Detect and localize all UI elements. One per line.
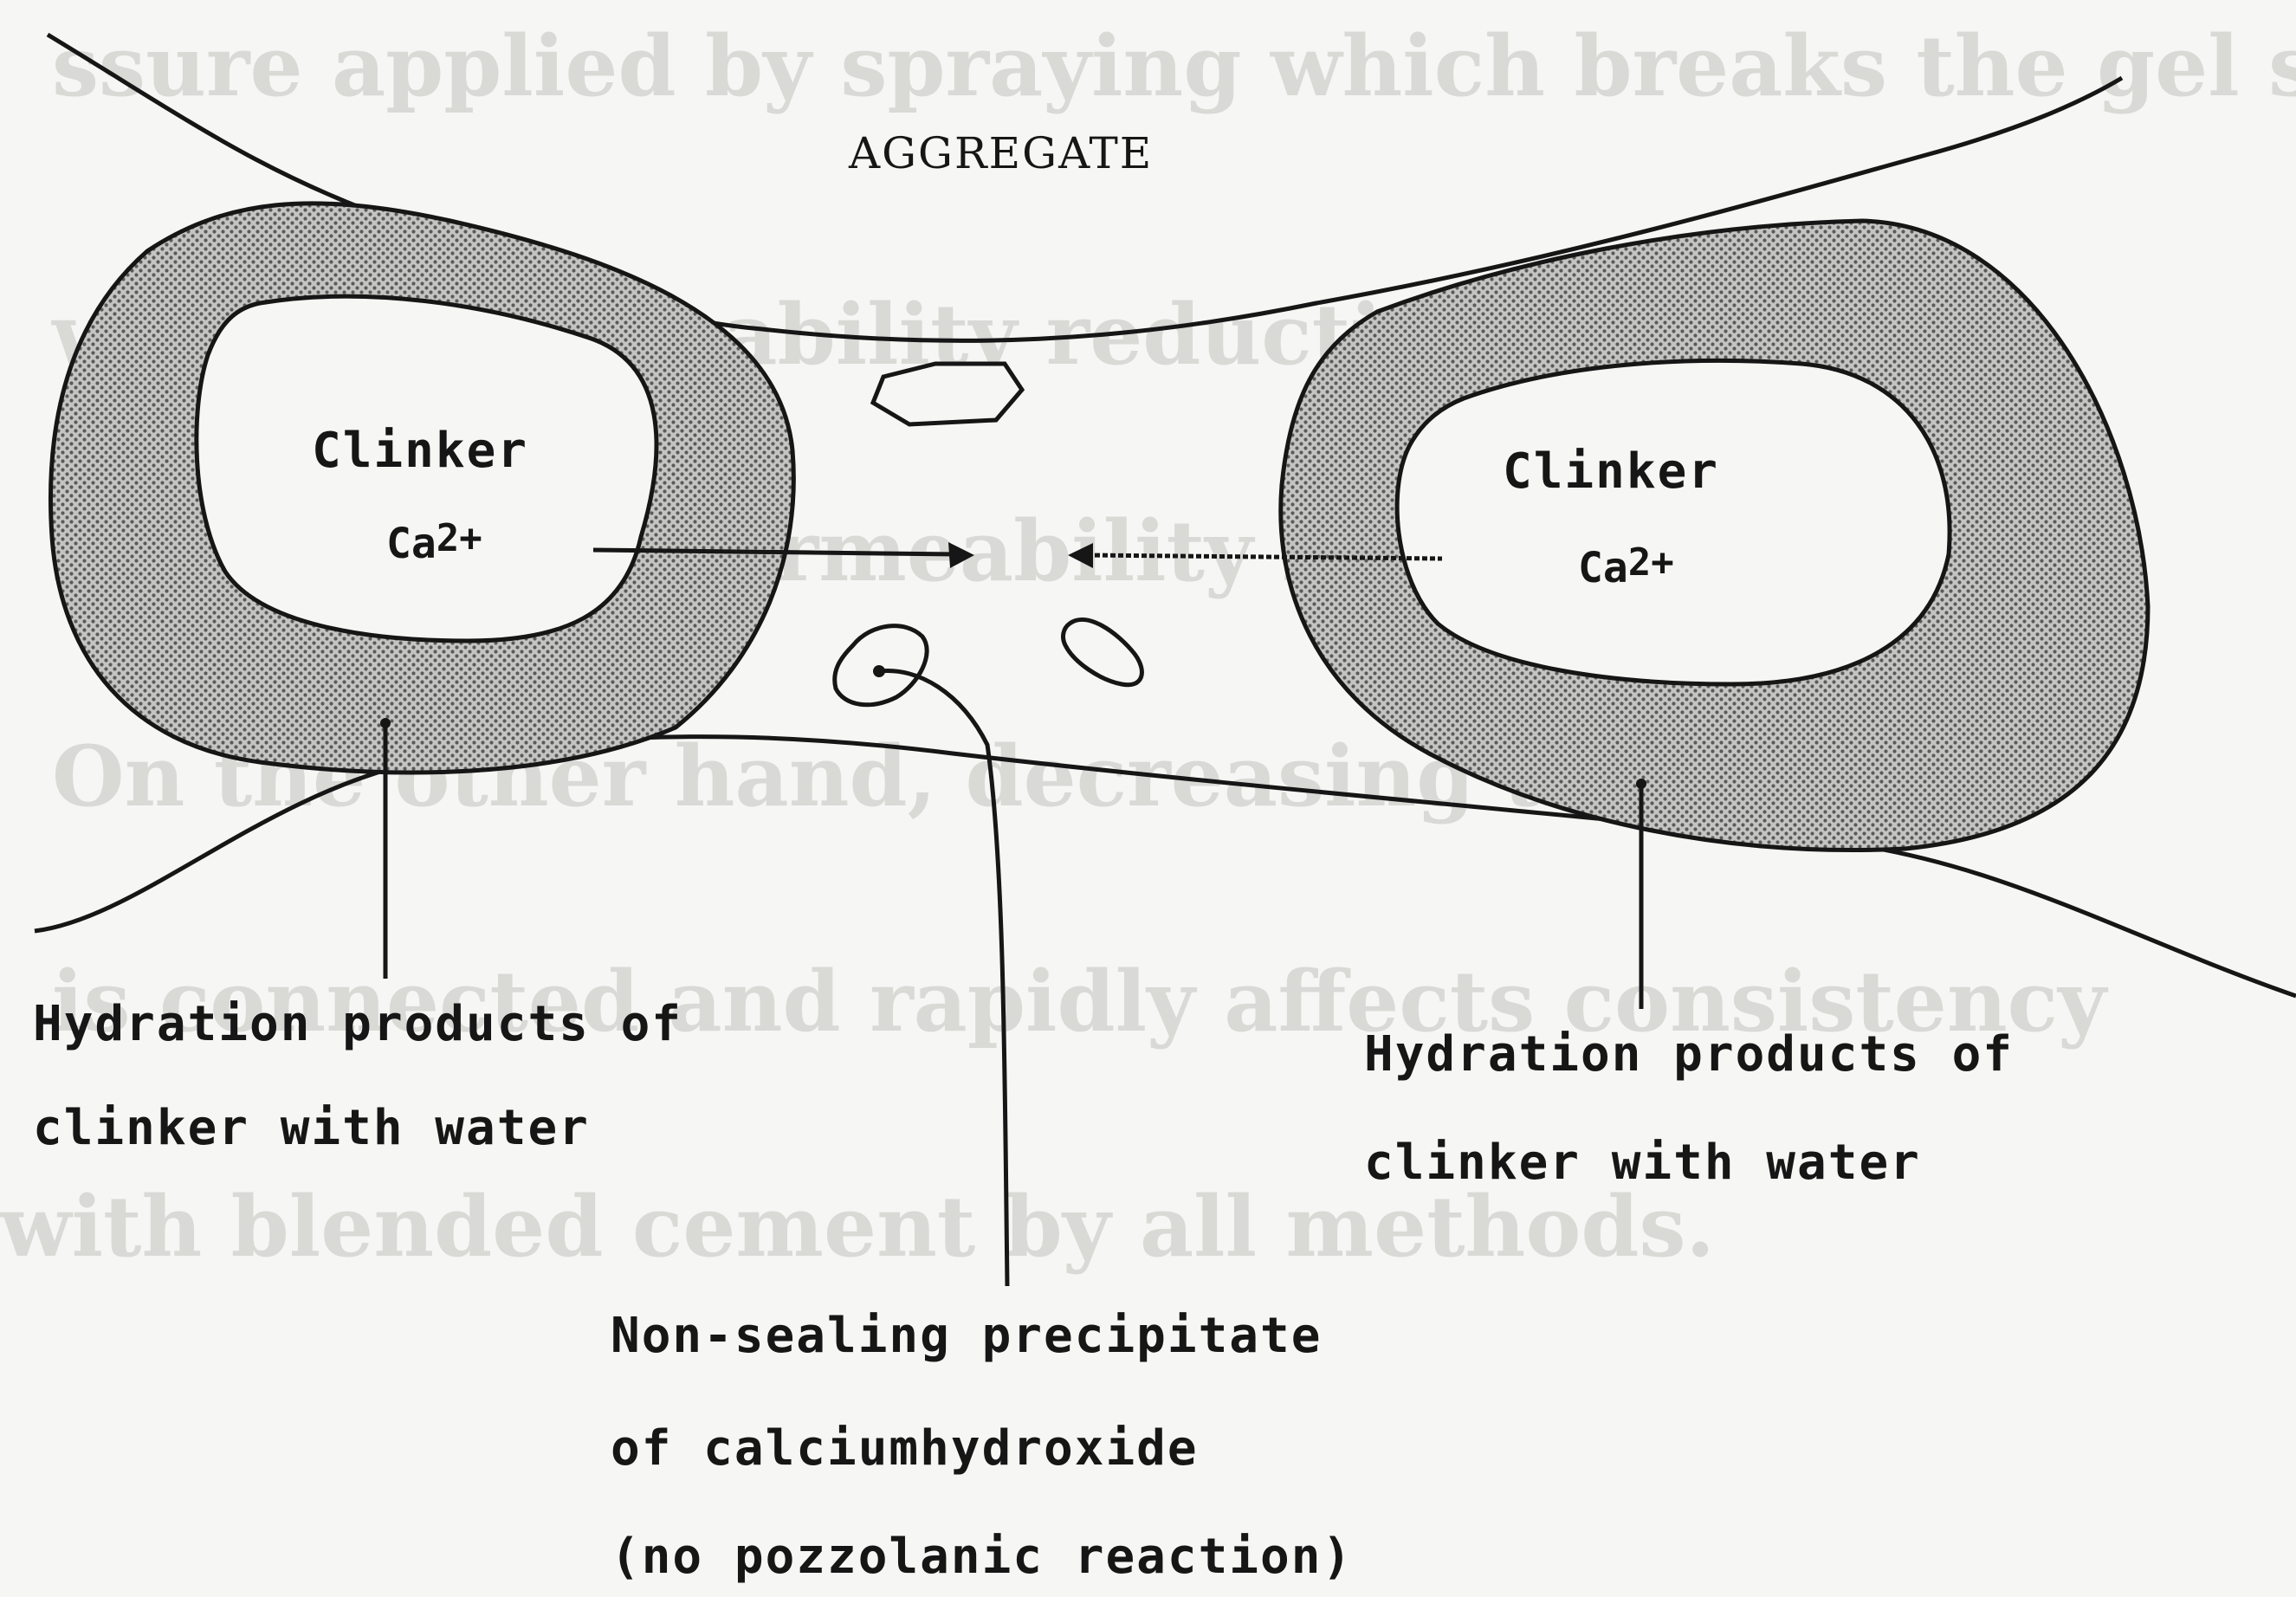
aggregate-label: AGGREGATE — [849, 128, 1153, 178]
left-clinker-label: Clinker — [312, 423, 528, 479]
precipitate-particle-right — [1064, 619, 1142, 684]
left-ion-symbol: Ca — [386, 520, 437, 568]
left-ion-charge: 2+ — [437, 516, 482, 560]
left-ca-arrowhead — [948, 542, 974, 568]
right-ion-charge: 2+ — [1628, 540, 1674, 585]
precipitate-particle-top — [873, 364, 1022, 424]
right-caption-line1: Hydration products of — [1364, 1026, 2014, 1083]
left-caption-line2: clinker with water — [33, 1100, 590, 1156]
right-caption-line2: clinker with water — [1364, 1135, 1921, 1191]
right-calcium-ion: Ca2+ — [1578, 544, 1674, 592]
right-clinker-core — [1397, 360, 1950, 684]
center-caption-leader — [879, 670, 1007, 1286]
center-caption-line3: (no pozzolanic reaction) — [611, 1529, 1353, 1585]
center-caption-line2: of calciumhydroxide — [611, 1420, 1199, 1477]
left-calcium-ion: Ca2+ — [386, 520, 482, 568]
left-caption-line1: Hydration products of — [33, 996, 682, 1052]
right-ca-arrowhead — [1068, 543, 1093, 568]
right-ion-symbol: Ca — [1578, 544, 1628, 592]
center-caption-line1: Non-sealing precipitate — [611, 1308, 1322, 1364]
right-clinker-label: Clinker — [1503, 443, 1719, 500]
precipitate-particle-left — [835, 626, 927, 705]
